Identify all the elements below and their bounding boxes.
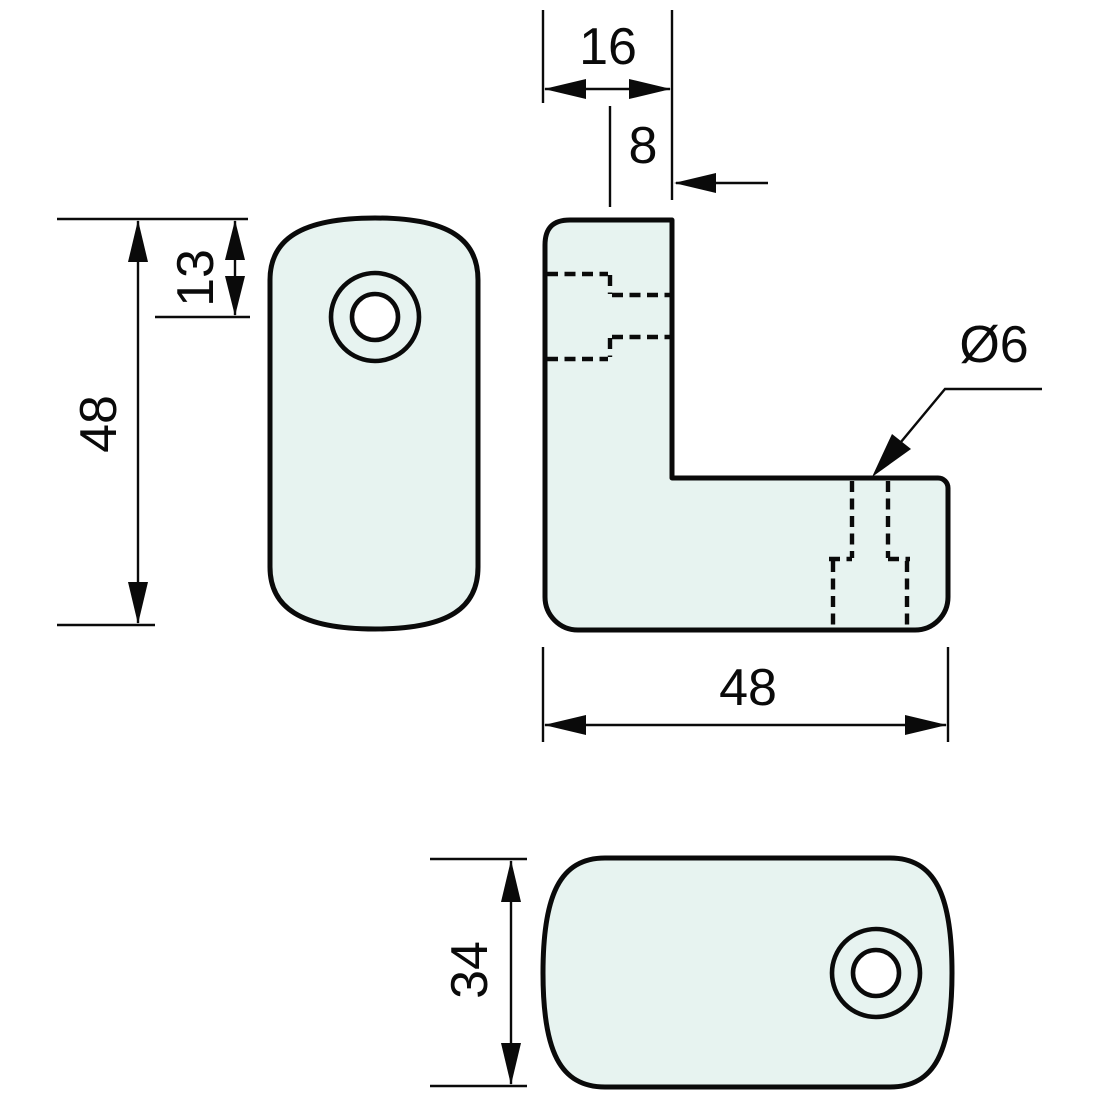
- dim-front-height-arrow-up: [128, 220, 148, 262]
- dim-front-height-label: 48: [70, 395, 128, 453]
- dim-side-top-width-label: 16: [579, 18, 637, 76]
- dim-bottom-depth-arrow-down: [501, 1043, 521, 1085]
- side-view-outline: [542, 217, 951, 633]
- dim-side-bottom-length-label: 48: [719, 659, 777, 717]
- bottom-hole-counterbore-circle: [829, 926, 923, 1020]
- side-view-hidden-hole-horizontal-leg: [829, 481, 910, 628]
- front-view-outline: [267, 215, 481, 632]
- dim-side-top-width-arrow-right: [629, 79, 671, 99]
- dim-side-edge-to-hole: 8: [608, 106, 768, 207]
- dim-front-hole-offset-label: 13: [167, 249, 225, 307]
- dim-side-bottom-length-arrow-right: [905, 715, 947, 735]
- dim-front-hole-offset: 13: [155, 220, 250, 319]
- callout-hole-diameter-arrow: [872, 434, 911, 477]
- bottom-hole-circle: [850, 947, 902, 999]
- dim-front-hole-offset-arrow-down: [225, 276, 245, 316]
- dim-side-edge-to-hole-arrow: [674, 173, 716, 193]
- dim-side-bottom-length-arrow-left: [544, 715, 586, 735]
- dim-side-top-width: 16: [541, 10, 674, 200]
- dim-bottom-depth-label: 34: [441, 941, 499, 999]
- dim-front-height-arrow-down: [128, 582, 148, 624]
- side-view-hidden-hole-vertical-leg: [547, 271, 671, 362]
- dim-side-top-width-arrow-left: [544, 79, 586, 99]
- front-hole-counterbore-circle: [328, 270, 422, 364]
- front-view: [267, 215, 481, 632]
- callout-hole-diameter: Ø6: [872, 316, 1042, 477]
- bottom-view: [540, 855, 955, 1090]
- bottom-view-outline: [540, 855, 955, 1090]
- front-hole-circle: [349, 291, 401, 343]
- callout-hole-diameter-leader: [875, 387, 1042, 473]
- dim-front-hole-offset-arrow-up: [225, 220, 245, 260]
- side-view: [542, 217, 951, 633]
- dim-bottom-depth: 34: [430, 857, 527, 1088]
- dim-side-bottom-length: 48: [541, 647, 950, 742]
- dim-side-edge-to-hole-label: 8: [629, 117, 658, 175]
- callout-hole-diameter-label: Ø6: [959, 316, 1028, 374]
- dim-bottom-depth-arrow-up: [501, 860, 521, 902]
- dim-front-height: 48: [57, 217, 248, 627]
